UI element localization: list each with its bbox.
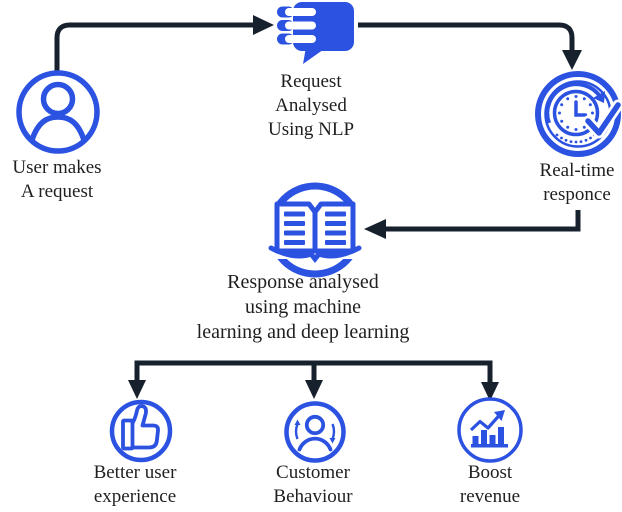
arrow-realtime-to-ml <box>364 210 581 239</box>
ml-node-label: Response analysed using machine learning… <box>196 271 410 343</box>
realtime-clock-icon <box>535 71 622 157</box>
user-icon <box>16 70 100 154</box>
chat-message-icon <box>277 2 354 64</box>
arrow-ml-to-outcomes <box>128 360 499 401</box>
customer-node-label: Customer Behaviour <box>273 462 353 507</box>
better-user-node-label: Better user experience <box>93 462 177 507</box>
arrow-user-to-nlp <box>54 15 274 72</box>
thumbs-up-icon <box>109 399 173 463</box>
arrow-nlp-to-realtime <box>358 22 582 70</box>
user-node-label: User makes A request <box>12 157 102 202</box>
realtime-node-label: Real-time responce <box>539 160 615 205</box>
customer-behaviour-icon <box>284 401 346 463</box>
book-text-lines <box>284 211 346 245</box>
open-book-icon <box>267 182 363 278</box>
nlp-node-label: Request Analysed Using NLP <box>267 71 355 140</box>
revenue-growth-icon <box>457 397 523 463</box>
boost-node-label: Boost revenue <box>459 462 521 507</box>
